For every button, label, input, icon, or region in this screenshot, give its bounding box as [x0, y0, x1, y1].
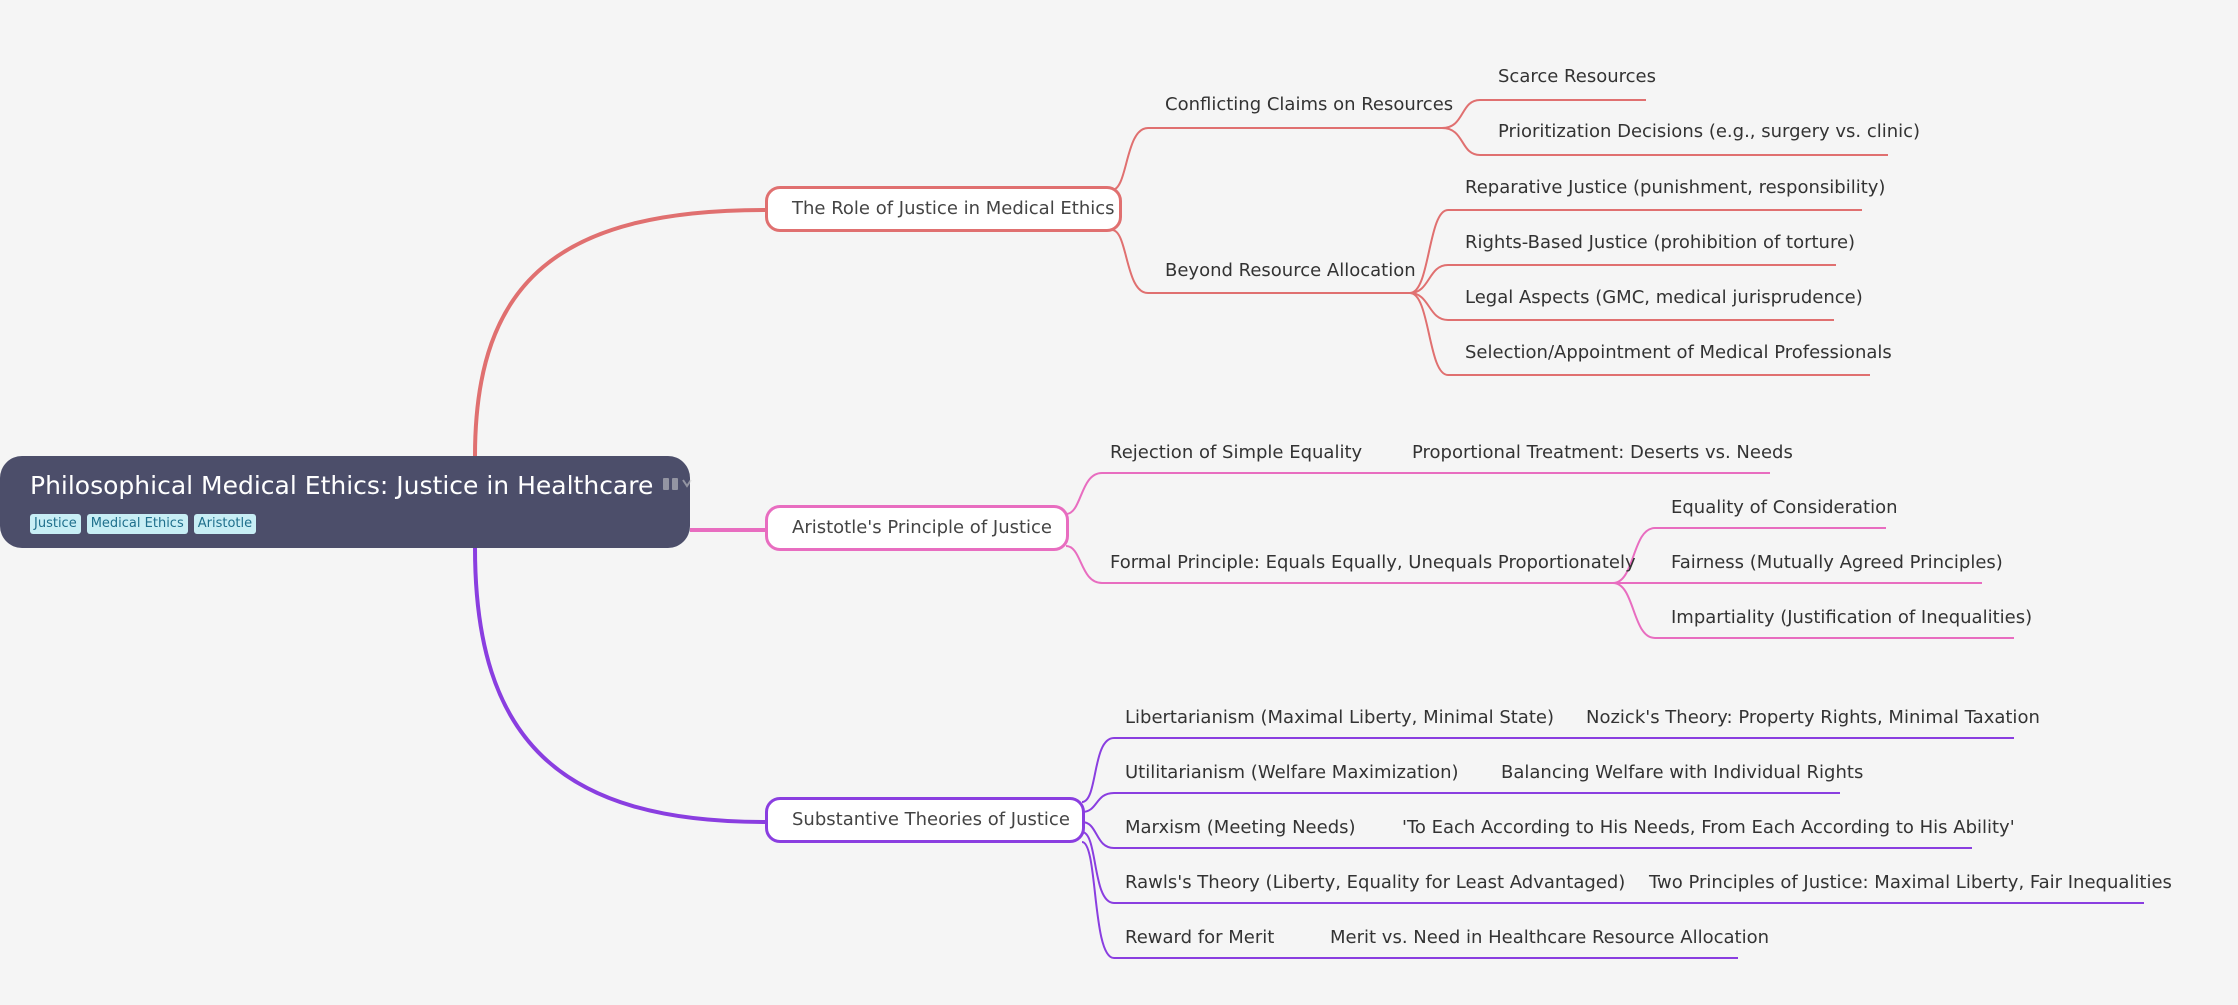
branch-label: Substantive Theories of Justice — [792, 809, 1070, 830]
branch-node-role-of-justice[interactable]: The Role of Justice in Medical Ethics — [765, 186, 1122, 232]
topic-balancing-welfare[interactable]: Balancing Welfare with Individual Rights — [1501, 762, 1864, 783]
topic-utilitarianism[interactable]: Utilitarianism (Welfare Maximization) — [1125, 762, 1459, 783]
branch-node-aristotle[interactable]: Aristotle's Principle of Justice — [765, 505, 1069, 551]
tag[interactable]: Medical Ethics — [86, 514, 188, 534]
topic-libertarianism[interactable]: Libertarianism (Maximal Liberty, Minimal… — [1125, 707, 1554, 728]
topic-impartiality[interactable]: Impartiality (Justification of Inequalit… — [1671, 607, 2033, 628]
topic-proportional-treatment[interactable]: Proportional Treatment: Deserts vs. Need… — [1412, 442, 1793, 463]
topic-equality-of-consideration[interactable]: Equality of Consideration — [1671, 497, 1898, 518]
topic-conflicting-claims[interactable]: Conflicting Claims on Resources — [1165, 94, 1454, 115]
topic-nozick-theory[interactable]: Nozick's Theory: Property Rights, Minima… — [1586, 707, 2040, 728]
collapse-icon[interactable] — [661, 466, 695, 506]
topic-reparative-justice[interactable]: Reparative Justice (punishment, responsi… — [1465, 177, 1886, 198]
topic-beyond-resource-allocation[interactable]: Beyond Resource Allocation — [1165, 260, 1416, 281]
topic-prioritization-decisions[interactable]: Prioritization Decisions (e.g., surgery … — [1498, 121, 1921, 142]
topic-to-each-according[interactable]: 'To Each According to His Needs, From Ea… — [1402, 817, 2015, 838]
root-node[interactable]: Philosophical Medical Ethics: Justice in… — [0, 456, 693, 548]
tag-list: Justice Medical Ethics Aristotle — [30, 514, 690, 534]
topic-legal-aspects[interactable]: Legal Aspects (GMC, medical jurisprudenc… — [1465, 287, 1863, 308]
tag[interactable]: Justice — [30, 514, 81, 534]
topic-formal-principle[interactable]: Formal Principle: Equals Equally, Unequa… — [1110, 552, 1636, 573]
topic-two-principles[interactable]: Two Principles of Justice: Maximal Liber… — [1649, 872, 2172, 893]
root-title: Philosophical Medical Ethics: Justice in… — [30, 471, 654, 500]
topic-rights-based-justice[interactable]: Rights-Based Justice (prohibition of tor… — [1465, 232, 1856, 253]
topic-marxism[interactable]: Marxism (Meeting Needs) — [1125, 817, 1356, 838]
topic-fairness[interactable]: Fairness (Mutually Agreed Principles) — [1671, 552, 2003, 573]
topic-rawls-theory[interactable]: Rawls's Theory (Liberty, Equality for Le… — [1125, 872, 1626, 893]
topic-rejection-simple-equality[interactable]: Rejection of Simple Equality — [1110, 442, 1363, 463]
root-title-row: Philosophical Medical Ethics: Justice in… — [30, 466, 693, 506]
topic-scarce-resources[interactable]: Scarce Resources — [1498, 66, 1656, 87]
topic-reward-for-merit[interactable]: Reward for Merit — [1125, 927, 1275, 948]
tag[interactable]: Aristotle — [193, 514, 257, 534]
branch-label: Aristotle's Principle of Justice — [792, 517, 1053, 538]
topic-selection-appointment[interactable]: Selection/Appointment of Medical Profess… — [1465, 342, 1892, 363]
branch-label: The Role of Justice in Medical Ethics — [792, 198, 1115, 219]
topic-merit-vs-need[interactable]: Merit vs. Need in Healthcare Resource Al… — [1330, 927, 1769, 948]
branch-node-substantive-theories[interactable]: Substantive Theories of Justice — [765, 797, 1085, 843]
